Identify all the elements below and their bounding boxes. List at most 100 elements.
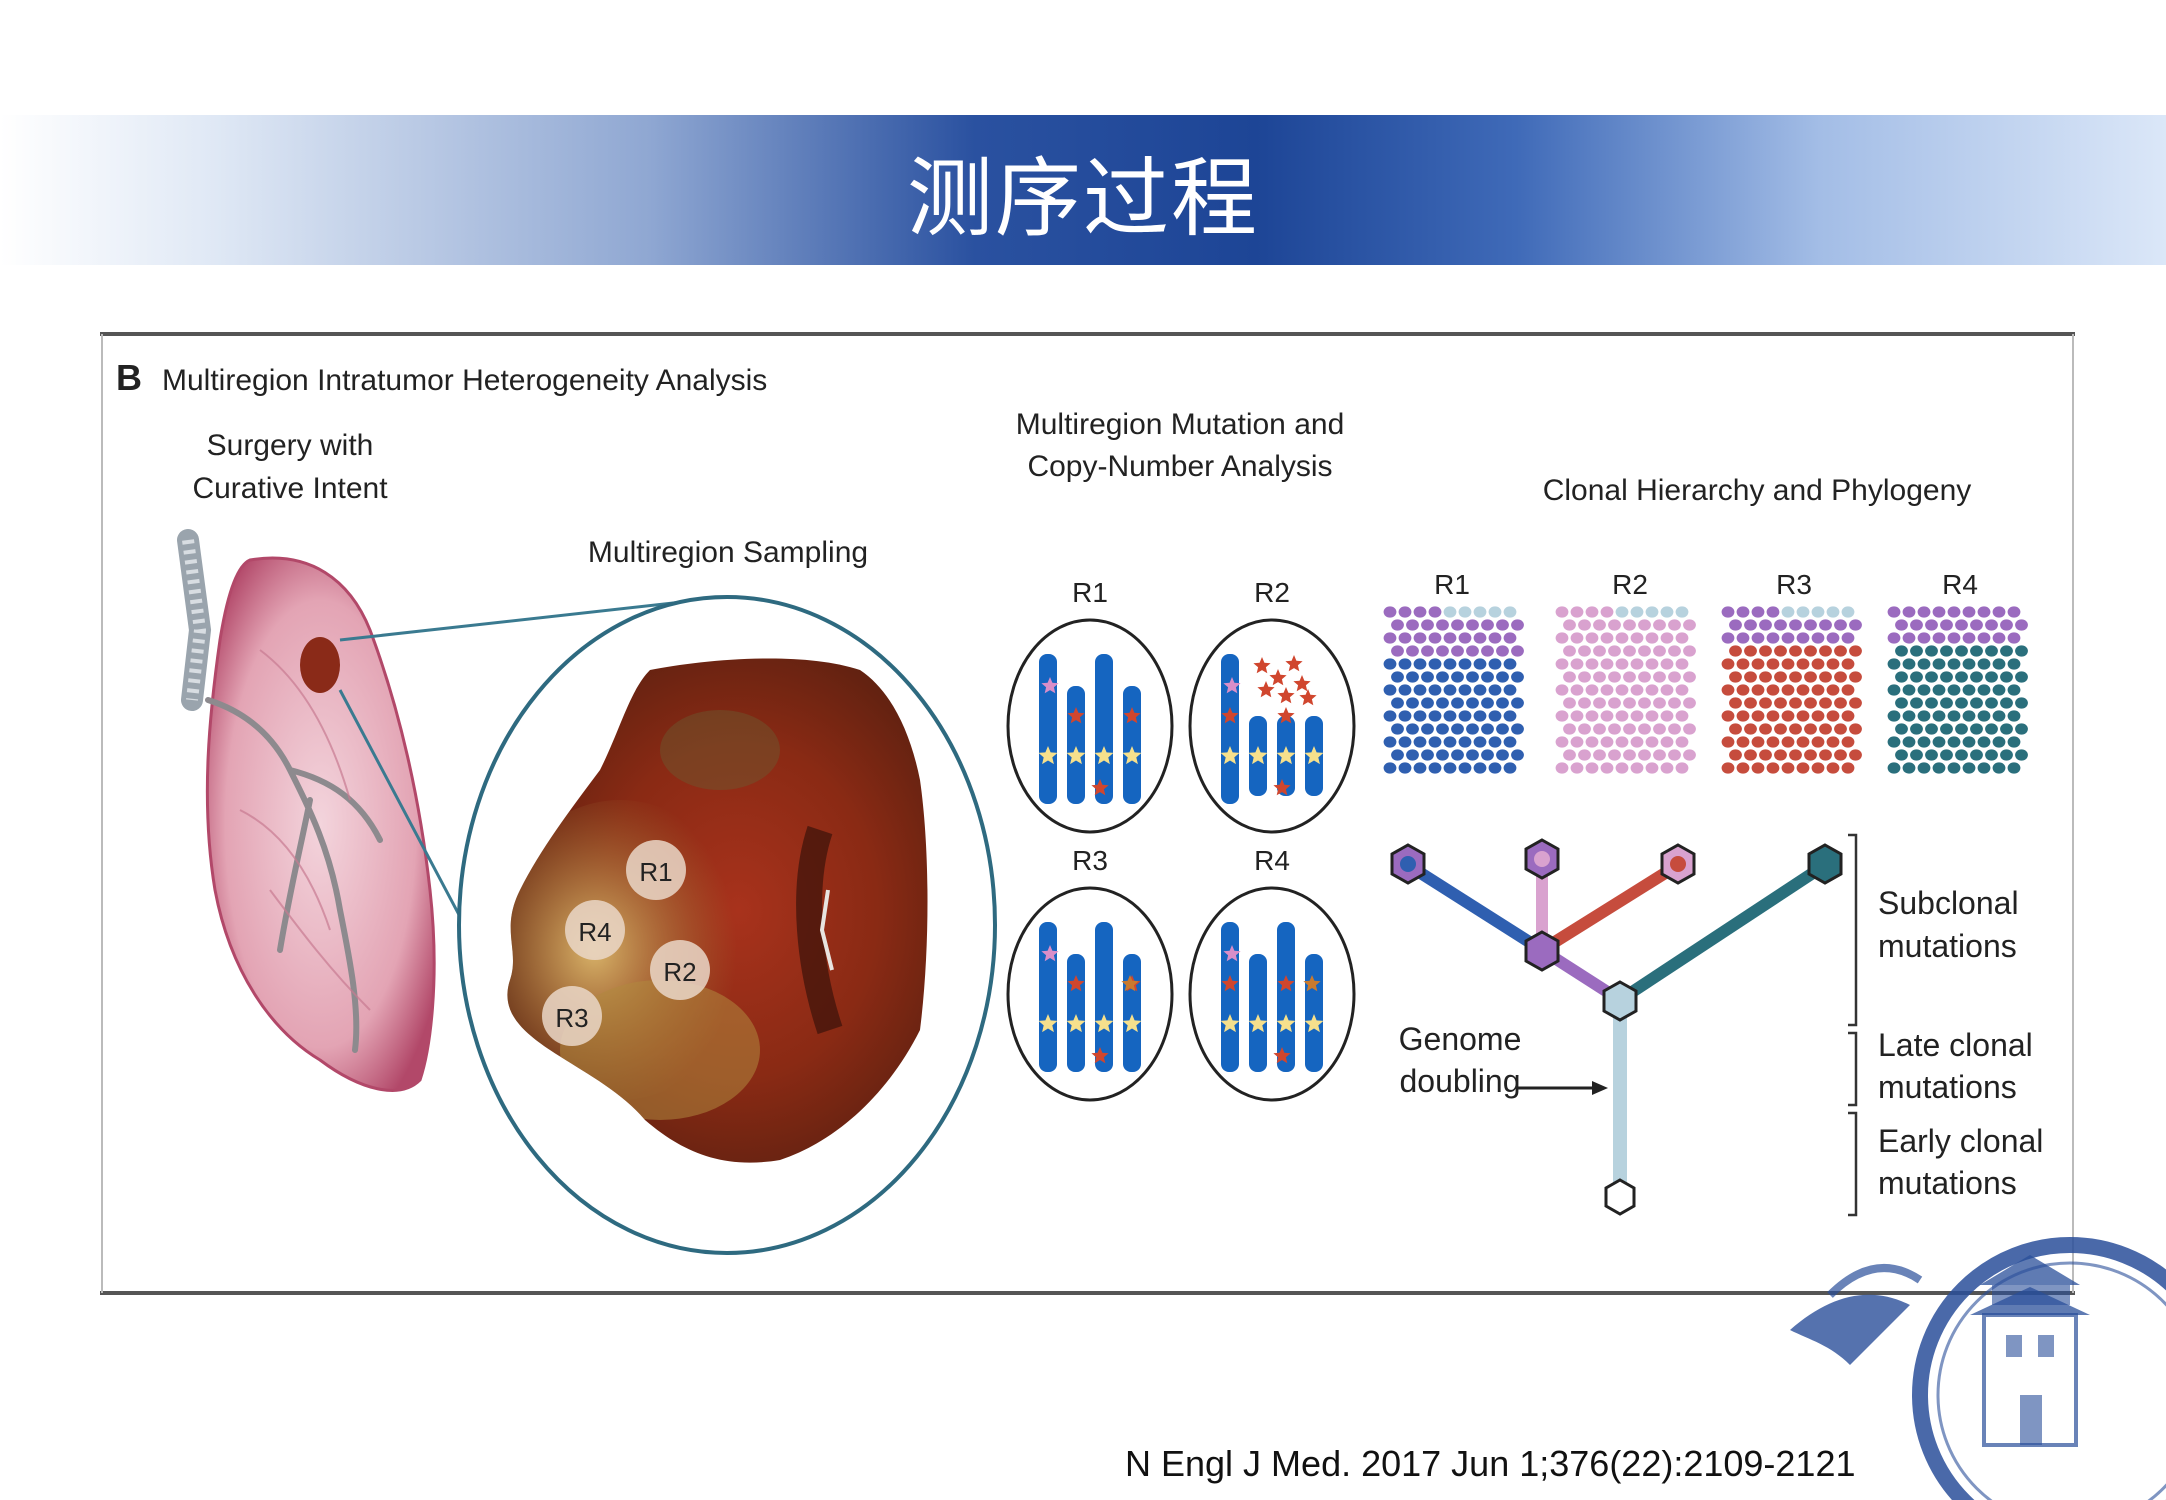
mutation-star bbox=[1091, 779, 1109, 796]
cell bbox=[1781, 606, 1795, 618]
cell bbox=[2015, 749, 2028, 761]
cell bbox=[1970, 619, 1983, 631]
cell bbox=[1481, 749, 1494, 761]
cell bbox=[1796, 710, 1810, 722]
cell bbox=[1570, 736, 1584, 748]
cell bbox=[1955, 671, 1968, 683]
cell bbox=[1887, 684, 1901, 696]
cell bbox=[1466, 723, 1479, 735]
cell bbox=[1985, 749, 1998, 761]
cell bbox=[1947, 658, 1961, 670]
cell bbox=[1895, 671, 1908, 683]
cell bbox=[1578, 671, 1591, 683]
clone-grid-r1 bbox=[1383, 606, 1524, 774]
mutation-star bbox=[1276, 746, 1296, 765]
cell bbox=[1585, 684, 1599, 696]
chromosome bbox=[1221, 654, 1239, 804]
cell bbox=[1668, 619, 1681, 631]
cell bbox=[1751, 762, 1765, 774]
cell bbox=[1578, 619, 1591, 631]
cell bbox=[1645, 606, 1659, 618]
cell bbox=[1887, 762, 1901, 774]
cell bbox=[1555, 710, 1569, 722]
cell bbox=[1473, 632, 1487, 644]
cell bbox=[1398, 684, 1412, 696]
cell bbox=[1683, 749, 1696, 761]
cell bbox=[1496, 671, 1509, 683]
mutation-title-line2: Copy-Number Analysis bbox=[1027, 450, 1332, 483]
sample-region-r4: R4 bbox=[565, 900, 625, 960]
cell bbox=[1841, 658, 1855, 670]
cell bbox=[1496, 645, 1509, 657]
cell bbox=[1962, 632, 1976, 644]
mutation-title-line1: Multiregion Mutation and bbox=[1016, 408, 1345, 441]
cell bbox=[2015, 723, 2028, 735]
clone-grid-r3 bbox=[1721, 606, 1862, 774]
mutation-star bbox=[1221, 707, 1239, 724]
cell bbox=[1593, 723, 1606, 735]
mutation-star bbox=[1041, 945, 1059, 962]
cell bbox=[1774, 723, 1787, 735]
mutation-star bbox=[1285, 655, 1303, 672]
cell bbox=[1563, 645, 1576, 657]
svg-text:R1: R1 bbox=[1072, 577, 1108, 608]
cell bbox=[1819, 645, 1832, 657]
cell bbox=[1759, 619, 1772, 631]
cell bbox=[1600, 658, 1614, 670]
cell bbox=[1917, 684, 1931, 696]
cell bbox=[1683, 619, 1696, 631]
cell bbox=[1398, 606, 1412, 618]
cell bbox=[1683, 697, 1696, 709]
cell bbox=[1819, 619, 1832, 631]
mutation-star bbox=[1221, 975, 1239, 992]
cell bbox=[1413, 632, 1427, 644]
cell bbox=[1428, 762, 1442, 774]
cell bbox=[1555, 632, 1569, 644]
cell bbox=[2007, 658, 2021, 670]
cell bbox=[1615, 632, 1629, 644]
cell bbox=[1902, 684, 1916, 696]
svg-text:R4: R4 bbox=[1254, 845, 1290, 876]
cell bbox=[1608, 697, 1621, 709]
cell bbox=[2015, 697, 2028, 709]
cell bbox=[1428, 710, 1442, 722]
cell bbox=[2000, 723, 2013, 735]
cell bbox=[1721, 684, 1735, 696]
cell bbox=[1766, 710, 1780, 722]
cell bbox=[1947, 710, 1961, 722]
cell bbox=[1503, 632, 1517, 644]
cell bbox=[1766, 606, 1780, 618]
cell bbox=[1615, 762, 1629, 774]
purple-node bbox=[1524, 930, 1560, 972]
cell bbox=[1391, 723, 1404, 735]
cell bbox=[1436, 749, 1449, 761]
cell bbox=[2007, 632, 2021, 644]
cell bbox=[1391, 749, 1404, 761]
chromosome bbox=[1095, 922, 1113, 1072]
genome-doubling-label-line1: Genome bbox=[1399, 1021, 1522, 1057]
cell bbox=[1774, 619, 1787, 631]
cell bbox=[1660, 632, 1674, 644]
cell bbox=[1902, 658, 1916, 670]
mutation-star bbox=[1122, 1014, 1142, 1033]
cell bbox=[1902, 710, 1916, 722]
cell bbox=[1985, 697, 1998, 709]
cell bbox=[1781, 632, 1795, 644]
cell bbox=[1932, 762, 1946, 774]
cell bbox=[1804, 645, 1817, 657]
cell bbox=[1391, 645, 1404, 657]
cell bbox=[1653, 619, 1666, 631]
cell bbox=[1488, 710, 1502, 722]
cell bbox=[2015, 671, 2028, 683]
cell bbox=[1383, 710, 1397, 722]
cell bbox=[1638, 749, 1651, 761]
early-clonal-label-line2: mutations bbox=[1878, 1165, 2017, 1201]
cell bbox=[1413, 606, 1427, 618]
chromosomes-r2 bbox=[1220, 654, 1324, 804]
cell bbox=[1428, 684, 1442, 696]
cell bbox=[1511, 671, 1524, 683]
cell bbox=[1481, 619, 1494, 631]
cell bbox=[1910, 619, 1923, 631]
cell bbox=[1796, 762, 1810, 774]
cell bbox=[1421, 671, 1434, 683]
